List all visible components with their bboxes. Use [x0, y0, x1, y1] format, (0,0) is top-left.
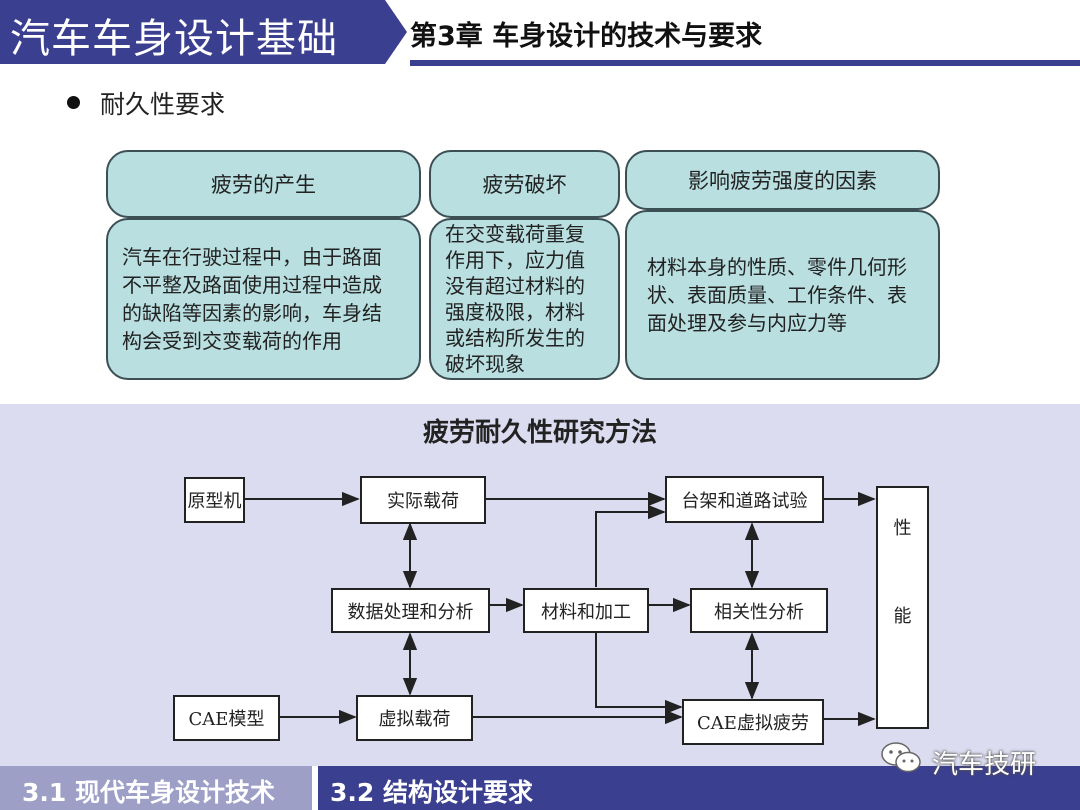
- box-cae-virtual-fatigue: CAE虚拟疲劳: [682, 699, 824, 745]
- chapter-title: 第3章 车身设计的技术与要求: [410, 21, 763, 52]
- footer-section-2[interactable]: 3.2 结构设计要求: [330, 778, 533, 807]
- box-virtual-load: 虚拟载荷: [356, 695, 473, 741]
- box-data-processing: 数据处理和分析: [331, 588, 490, 633]
- box-prototype: 原型机: [184, 477, 245, 523]
- box-performance: 性 能: [876, 486, 929, 729]
- card-line: 面处理及参与内应力等: [647, 311, 847, 335]
- footer-separator: [312, 766, 318, 810]
- footer-left-bar: [0, 766, 312, 810]
- box-cae-model: CAE模型: [173, 695, 280, 741]
- box-bench-road-test: 台架和道路试验: [665, 476, 824, 523]
- header-rule: [410, 60, 1080, 66]
- performance-char-1: 性: [893, 518, 912, 539]
- header-banner: [0, 0, 385, 64]
- card-title-fatigue-failure: 疲劳破坏: [429, 150, 620, 218]
- wechat-icon: [881, 742, 921, 773]
- card-line: 破坏现象: [445, 352, 525, 376]
- box-correlation-analysis: 相关性分析: [690, 588, 828, 633]
- watermark-text: 汽车技研: [932, 750, 1037, 780]
- card-line: 强度极限，材料: [445, 300, 585, 324]
- card-body-fatigue-factors: 材料本身的性质、零件几何形 状、表面质量、工作条件、表 面处理及参与内应力等: [625, 210, 940, 380]
- header-arrow-shape: [385, 0, 407, 64]
- card-line: 作用下，应力值: [445, 248, 585, 272]
- box-actual-load: 实际载荷: [360, 476, 486, 524]
- box-material-processing: 材料和加工: [523, 588, 649, 633]
- section-heading: 耐久性要求: [100, 90, 226, 119]
- card-body-fatigue-failure: 在交变载荷重复 作用下，应力值 没有超过材料的 强度极限，材料 或结构所发生的 …: [429, 218, 620, 380]
- bullet-icon: [67, 96, 80, 109]
- card-line: 状、表面质量、工作条件、表: [647, 283, 907, 307]
- performance-char-2: 能: [893, 606, 912, 627]
- card-line: 不平整及路面使用过程中造成: [122, 273, 382, 297]
- card-line: 或结构所发生的: [445, 326, 585, 350]
- card-line: 材料本身的性质、零件几何形: [647, 255, 907, 279]
- footer-section-1[interactable]: 3.1 现代车身设计技术: [22, 778, 275, 807]
- card-line: 汽车在行驶过程中，由于路面: [122, 245, 382, 269]
- method-title: 疲劳耐久性研究方法: [422, 418, 657, 448]
- card-body-fatigue-origin: 汽车在行驶过程中，由于路面 不平整及路面使用过程中造成 的缺陷等因素的影响，车身…: [106, 218, 421, 380]
- footer-right-bar: [318, 766, 1080, 810]
- card-line: 没有超过材料的: [445, 274, 585, 298]
- card-title-fatigue-factors: 影响疲劳强度的因素: [625, 150, 940, 210]
- card-title-fatigue-origin: 疲劳的产生: [106, 150, 421, 218]
- card-line: 构会受到交变载荷的作用: [122, 329, 342, 353]
- card-line: 在交变载荷重复: [445, 222, 585, 246]
- course-title: 汽车车身设计基础: [10, 16, 338, 62]
- card-line: 的缺陷等因素的影响，车身结: [122, 301, 382, 325]
